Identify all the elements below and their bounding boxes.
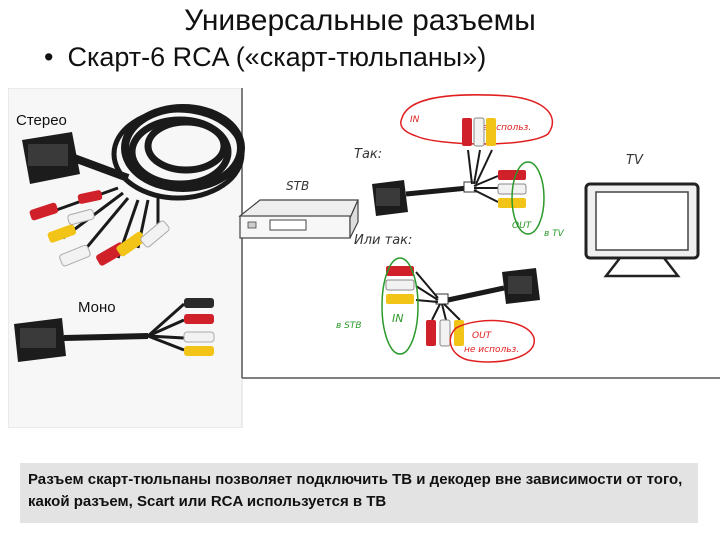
scart-plug-top — [372, 117, 527, 216]
connection-diagram: IN не использ. Так: TV STB Или так: — [238, 94, 720, 379]
caption-box: Разъем скарт-тюльпаны позволяет подключи… — [20, 463, 698, 523]
stb-label: STB — [286, 179, 309, 193]
in-from-stb-callout — [381, 257, 419, 355]
slide-title: Универсальные разъемы — [184, 4, 536, 37]
so-label: Так: — [354, 147, 382, 162]
in-not-used-callout — [400, 94, 554, 145]
to-stb-label: в STB — [336, 321, 362, 331]
to-tv-label: в TV — [544, 229, 565, 239]
out-to-tv-callout — [511, 161, 545, 235]
bottom-out-label: OUT — [472, 331, 493, 341]
slide-subtitle: • Скарт-6 RCA («скарт-тюльпаны») — [44, 42, 486, 73]
tv-set — [584, 182, 700, 278]
stb-box — [238, 199, 359, 239]
scart-plug-stereo — [22, 132, 130, 184]
top-not-used-label: не использ. — [476, 123, 531, 133]
cable-illustration: IN не использ. Так: TV STB Или так: — [8, 88, 720, 428]
subtitle-text: Скарт-6 RCA («скарт-тюльпаны») — [67, 42, 487, 72]
bottom-in-label: IN — [392, 312, 403, 325]
out-not-used-callout — [449, 319, 535, 363]
top-in-label: IN — [410, 115, 420, 125]
caption-text: Разъем скарт-тюльпаны позволяет подключи… — [28, 471, 683, 510]
scart-plug-bottom — [385, 266, 540, 347]
bottom-not-used-label: не использ. — [464, 345, 519, 355]
tv-label: TV — [626, 153, 644, 168]
coiled-cable — [111, 104, 245, 201]
rca-plugs-stereo — [29, 186, 170, 267]
top-out-label: OUT — [512, 221, 533, 231]
stereo-label: Стерео — [16, 112, 67, 129]
or-so-label: Или так: — [354, 233, 412, 248]
photo-panel — [8, 88, 245, 428]
mono-cable — [14, 298, 215, 362]
mono-label: Моно — [78, 299, 116, 316]
bullet: • — [44, 42, 54, 72]
